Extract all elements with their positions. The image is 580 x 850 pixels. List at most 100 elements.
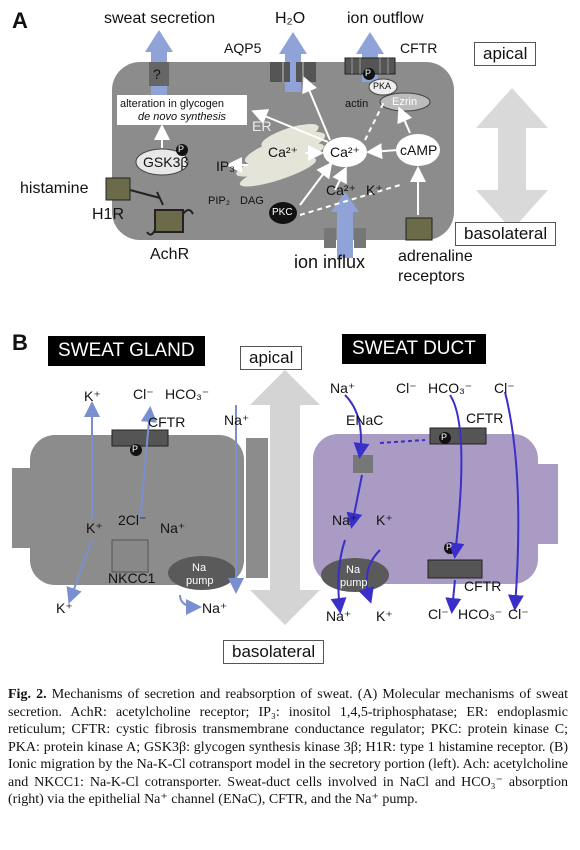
label-adrenaline: adrenaline: [398, 248, 473, 265]
label-duct-na-bottom: Na⁺: [326, 608, 352, 624]
label-ca-cyto: Ca²⁺: [330, 144, 360, 160]
label-k-in: K⁺: [366, 182, 383, 198]
cftr-channel-gland: [111, 429, 169, 447]
gland-side-right: [246, 438, 268, 578]
label-apical-b: apical: [240, 346, 303, 370]
p-circle-a2: [363, 68, 375, 80]
label-sweat-gland: SWEAT GLAND: [48, 336, 205, 366]
ca-cyto-oval: [323, 137, 367, 167]
label-actin: actin: [345, 98, 369, 110]
label-pkc: PKC: [272, 207, 293, 218]
cftr-channel-duct-bottom: [427, 559, 483, 579]
label-duct-cftr-bottom: CFTR: [464, 578, 502, 594]
label-duct-p1: P: [441, 432, 448, 442]
label-ca-in: Ca²⁺: [326, 182, 356, 198]
label-duct-cl-bottom: Cl⁻: [428, 606, 449, 622]
gland-cell: [30, 435, 244, 585]
p-circle-duct-top: [439, 432, 451, 444]
achr-receptor: [146, 209, 194, 236]
nkcc1-transporter: [111, 539, 149, 573]
label-gland-k-mid: K⁺: [86, 520, 103, 536]
label-ion-outflow: ion outflow: [347, 10, 424, 27]
p-circle-gland: [130, 444, 142, 456]
label-gland-k-top: K⁺: [84, 388, 101, 404]
label-aqp5: AQP5: [224, 40, 262, 56]
label-gland-k-bottom: K⁺: [56, 600, 73, 616]
label-ca-er: Ca²⁺: [268, 144, 298, 160]
label-gsk3b: GSK3β: [143, 154, 189, 170]
label-gland-hco3-top: HCO₃⁻: [165, 386, 210, 402]
label-er: ER: [252, 118, 272, 134]
label-gland-na-pump-1: Na: [192, 562, 207, 574]
unknown-channel: [149, 62, 169, 86]
label-duct-p2: P: [446, 542, 453, 552]
gsk3b-oval: [135, 148, 189, 176]
label-duct-na-pump-2: pump: [340, 577, 368, 589]
label-duct-na-pump-1: Na: [346, 564, 361, 576]
duct-side-right: [538, 464, 558, 544]
adrenaline-receptor: [405, 217, 433, 241]
cftr-channel-a: [344, 57, 396, 75]
p-circle-a1: [176, 144, 188, 156]
gland-side-left: [12, 468, 32, 548]
label-p-a2: P: [365, 68, 372, 78]
h1r-receptor: [105, 177, 131, 201]
label-duct-cftr-top: CFTR: [466, 410, 504, 426]
label-h2o: H₂O: [275, 10, 306, 27]
label-glycogen: alteration in glycogen: [120, 98, 224, 110]
label-duct-cl-top: Cl⁻: [396, 380, 417, 396]
er-shape: [236, 124, 326, 187]
na-pump-gland: [168, 556, 236, 590]
camp-oval: [396, 134, 440, 166]
label-enac: ENaC: [346, 412, 384, 428]
label-ip3: IP₃: [216, 158, 235, 174]
panel-b-letter: B: [12, 330, 28, 355]
label-gland-na-bottom: Na⁺: [202, 600, 228, 616]
label-nkcc1: NKCC1: [108, 570, 156, 586]
pka-oval: [368, 78, 398, 96]
label-pip2: PIP₂: [208, 195, 230, 207]
label-ion-influx: ion influx: [294, 252, 366, 272]
label-sweat-secretion: sweat secretion: [104, 10, 216, 27]
label-duct-cl-bottom-2: Cl⁻: [508, 606, 529, 622]
label-apical-a: apical: [474, 42, 537, 66]
caption-text: Mechanisms of secretion and reabsorption…: [8, 687, 569, 807]
label-receptors: receptors: [398, 268, 465, 285]
label-duct-hco3-top: HCO₃⁻: [428, 380, 473, 396]
label-gland-p: P: [132, 444, 139, 454]
label-basolateral-b: basolateral: [223, 640, 325, 664]
label-dag: DAG: [240, 195, 264, 207]
label-camp: cAMP: [400, 142, 438, 158]
caption-label: Fig. 2.: [8, 687, 47, 702]
label-gland-na-mid: Na⁺: [160, 520, 186, 536]
label-gland-na-pump-2: pump: [186, 575, 214, 587]
label-duct-cl-top-2: Cl⁻: [494, 380, 515, 396]
pkc-oval: [269, 202, 297, 224]
label-question: ?: [153, 66, 161, 82]
label-gland-cftr: CFTR: [148, 414, 186, 430]
apical-basolateral-arrow-b: [250, 370, 320, 625]
apical-basolateral-arrow-a: [476, 88, 548, 230]
label-achr: AchR: [150, 246, 190, 263]
label-gland-2cl: 2Cl⁻: [118, 512, 147, 528]
label-basolateral-a: basolateral: [455, 222, 557, 246]
glycogen-box: [117, 95, 247, 125]
ion-influx-channel: [324, 228, 366, 248]
panel-a-letter: A: [12, 8, 28, 33]
enac-channel: [353, 455, 373, 473]
label-duct-k-bottom: K⁺: [376, 608, 393, 624]
label-ezrin: Ezrin: [392, 96, 418, 108]
label-gland-cl-top: Cl⁻: [133, 386, 154, 402]
figure-caption: Fig. 2. Mechanisms of secretion and reab…: [8, 686, 568, 809]
label-h1r: H1R: [92, 206, 125, 223]
label-gland-na-side: Na⁺: [224, 412, 250, 428]
label-duct-na-mid: Na⁺: [332, 512, 358, 528]
label-cftr-a: CFTR: [400, 40, 438, 56]
label-histamine: histamine: [20, 180, 89, 197]
label-duct-hco3-bottom: HCO₃⁻: [458, 606, 503, 622]
label-duct-na-top: Na⁺: [330, 380, 356, 396]
label-glycogen-2: de novo synthesis: [138, 111, 227, 123]
label-duct-k-mid: K⁺: [376, 512, 393, 528]
label-pka: PKA: [373, 81, 392, 91]
